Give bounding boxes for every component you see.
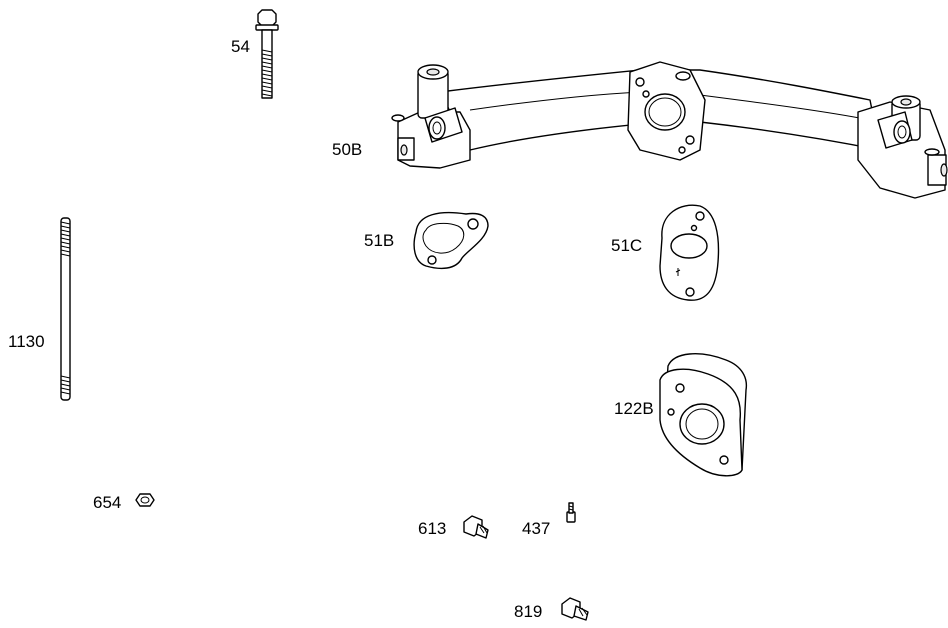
screw-437-drawing bbox=[566, 502, 576, 523]
callout-1130: 1130 bbox=[8, 332, 45, 351]
callout-122B: 122B bbox=[614, 399, 654, 418]
bolt-54-drawing bbox=[255, 9, 279, 99]
stud-1130-drawing bbox=[60, 217, 71, 401]
gasket-51C-drawing bbox=[659, 204, 720, 301]
callout-654: 654 bbox=[93, 493, 122, 512]
nut-654-drawing bbox=[135, 493, 155, 507]
callout-54: 54 bbox=[231, 37, 250, 56]
callout-51C: 51C bbox=[611, 236, 643, 255]
intake-manifold-50B-drawing bbox=[391, 61, 948, 199]
bolt-613-drawing bbox=[463, 515, 489, 539]
callout-613: 613 bbox=[418, 519, 447, 538]
callout-437: 437 bbox=[522, 519, 551, 538]
gasket-51B-drawing bbox=[413, 211, 489, 270]
callout-819: 819 bbox=[514, 602, 543, 621]
callout-51B: 51B bbox=[364, 231, 395, 250]
spacer-122B-drawing bbox=[659, 353, 748, 477]
callout-50B: 50B bbox=[332, 140, 363, 159]
bolt-819-drawing bbox=[561, 597, 589, 621]
